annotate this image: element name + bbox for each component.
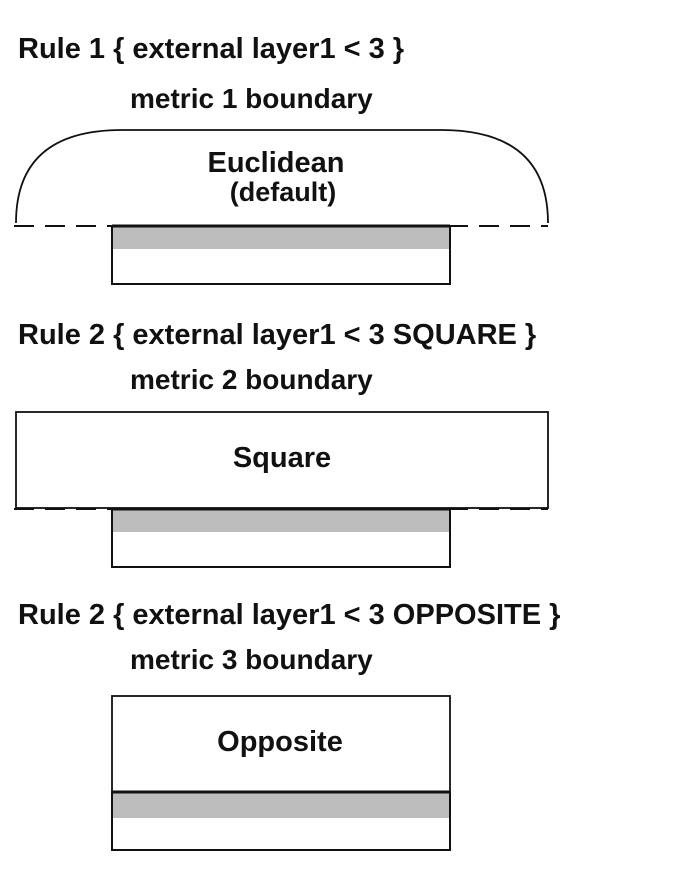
square-label: Square [233,442,331,474]
opposite-label: Opposite [217,726,343,758]
euclidean-default-label: (default) [230,177,336,207]
shaded-layer-band-1 [113,227,449,249]
rule-2-square-text: Rule 2 { external layer1 < 3 SQUARE } [18,319,536,351]
euclidean-label: Euclidean [208,147,345,179]
panel-3: Rule 2 { external layer1 < 3 OPPOSITE } … [18,599,560,851]
shaded-layer-band-2 [113,510,449,532]
metric-1-label: metric 1 boundary [130,83,373,114]
rule-1-text: Rule 1 { external layer1 < 3 } [18,33,404,65]
metric-2-label: metric 2 boundary [130,364,373,395]
shaded-layer-band-3 [113,793,449,818]
rule-2-opposite-text: Rule 2 { external layer1 < 3 OPPOSITE } [18,599,560,631]
panel-2: Rule 2 { external layer1 < 3 SQUARE } me… [14,319,549,568]
metric-3-label: metric 3 boundary [130,644,373,675]
panel-1: Rule 1 { external layer1 < 3 } metric 1 … [14,33,549,285]
euclidean-boundary-outline [15,129,549,224]
